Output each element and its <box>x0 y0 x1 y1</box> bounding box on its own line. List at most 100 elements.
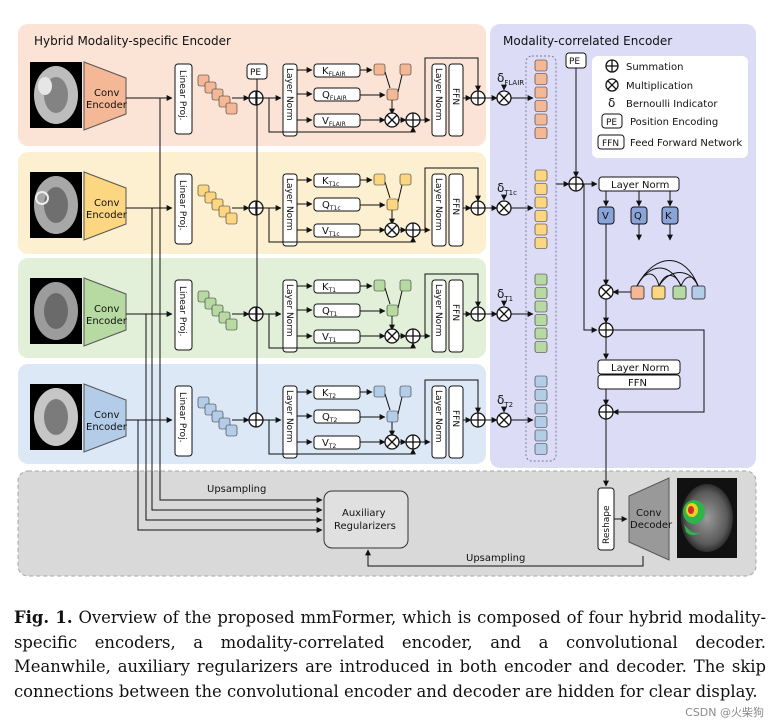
legend-summation: Summation <box>626 62 683 73</box>
t1c-ffn: FFN <box>450 198 460 215</box>
t2-conv-encoder <box>83 383 127 453</box>
t1-brain-shape <box>34 282 78 340</box>
legend-bernoulli: Bernoulli Indicator <box>626 99 718 110</box>
t1c-attn-token-c <box>399 173 412 186</box>
t1c-residual-1 <box>268 208 416 243</box>
t2-conv-encoder-line1: Conv <box>94 410 119 421</box>
corr-sum3-cross <box>599 405 613 419</box>
t1-ffn: FFN <box>450 304 460 321</box>
t1c-k-label: KT1c <box>322 176 339 188</box>
decoder-to-aux <box>365 549 644 567</box>
flair-residual-1 <box>268 98 416 133</box>
t1-attn-mult-cross <box>386 330 398 342</box>
t2-out-token <box>534 375 548 388</box>
corr-ffn: FFN <box>628 378 647 389</box>
t1c-layer-norm-box <box>282 173 298 247</box>
t1c-attn-token-b <box>386 198 399 211</box>
legend-ffn-icon <box>597 134 625 150</box>
t1-linear-proj-box <box>174 279 193 351</box>
conv-decoder-line1: Conv <box>636 508 661 519</box>
t1-k-box <box>313 279 361 294</box>
flair-ffn: FFN <box>450 88 460 105</box>
t1c-patch-token <box>225 212 238 225</box>
corr-q: Q <box>634 211 642 222</box>
t1c-delta-label: δT1c <box>497 181 517 197</box>
t1-linear-proj: Linear Proj. <box>177 286 187 336</box>
corr-v: V <box>602 211 609 222</box>
t1c-linear-proj: Linear Proj. <box>177 180 187 230</box>
t1c-out-token <box>534 237 548 249</box>
t2-attn-token-b <box>386 410 399 423</box>
t1c-linear-proj-box <box>174 173 193 245</box>
t1-layer-norm2-box <box>431 279 447 353</box>
legend-pe-icon <box>601 113 623 129</box>
flair-v-label: VFLAIR <box>322 116 346 128</box>
t2-ffn-box <box>448 385 464 459</box>
t1-out-token <box>534 341 548 353</box>
flair-out-token <box>534 113 548 126</box>
t2-out-token <box>534 402 548 415</box>
corr-sum-cross <box>569 177 583 191</box>
t1-q-label: QT1 <box>322 306 338 318</box>
t1-conv-encoder-line2: Encoder <box>86 316 128 327</box>
flair-k-label: KFLAIR <box>322 66 346 78</box>
t1c-pe-sum-cross <box>249 201 263 215</box>
t1c-conv-encoder-line1: Conv <box>94 198 119 209</box>
corr-token-t1 <box>672 285 687 300</box>
hybrid-title: Hybrid Modality-specific Encoder <box>34 34 231 48</box>
t2-layer-norm: Layer Norm <box>284 390 294 443</box>
corr-token-t2 <box>691 285 706 300</box>
t1c-conv-encoder <box>83 171 127 241</box>
t2-layer-norm-box <box>282 385 298 459</box>
flair-attn-token-c <box>399 63 412 76</box>
t2-brain-inner <box>44 399 68 435</box>
t2-out-token <box>534 416 548 428</box>
t1c-lesion-ring <box>35 191 49 205</box>
reshape-label: Reshape <box>602 505 612 544</box>
corr-token-t1c <box>651 285 666 300</box>
t1c-brain-shape <box>34 176 78 234</box>
t2-residual-1 <box>268 420 416 455</box>
flair-residual-2 <box>424 57 481 120</box>
t2-attn-token-c <box>399 385 412 398</box>
t2-bern-mult-cross <box>498 414 510 426</box>
flair-conv-encoder-line1: Conv <box>94 88 119 99</box>
flair-linear-proj-box <box>174 63 193 135</box>
flair-out-token <box>534 73 548 85</box>
flair-lesion <box>38 77 52 95</box>
corr-layer-norm: Layer Norm <box>611 180 669 191</box>
flair-layer-norm: Layer Norm <box>284 68 294 121</box>
t1-attn-token-c <box>399 279 412 292</box>
legend-sum-cross <box>606 60 618 72</box>
upsampling-top: Upsampling <box>207 484 266 495</box>
t1-out-sum-cross <box>471 307 485 321</box>
corr-layer-norm2-box <box>597 359 681 375</box>
flair-skip-to-aux <box>159 98 323 503</box>
t1-k-label: KT1 <box>322 282 336 294</box>
corr-sum2-cross <box>599 323 613 337</box>
token-column-frame <box>525 55 557 462</box>
t1-out-token <box>534 273 548 286</box>
t1-bern-mult-cross <box>498 308 510 320</box>
corr-ffn-box <box>597 374 681 390</box>
t1-attn-link-2 <box>397 290 403 309</box>
conv-decoder-line2: Decoder <box>630 520 673 531</box>
t2-residual-2 <box>424 379 481 442</box>
t1c-out-sum-cross <box>471 201 485 215</box>
flair-out-token <box>534 86 548 99</box>
t2-delta-label: δT2 <box>497 393 513 409</box>
t1-v-box <box>313 329 361 344</box>
t2-skip-to-aux <box>137 420 323 533</box>
t2-k-box <box>313 385 361 400</box>
t2-out-token <box>534 389 548 401</box>
t2-conv-encoder-line2: Encoder <box>86 422 128 433</box>
flair-attn-token-a <box>373 63 386 76</box>
t1-skip-to-aux <box>145 314 323 523</box>
t1c-attn-token-a <box>373 173 386 186</box>
flair-attn-mult-cross <box>386 114 398 126</box>
t2-patch-token <box>225 424 238 437</box>
t2-linear-proj: Linear Proj. <box>177 392 187 442</box>
t1c-layer-norm2: Layer Norm <box>433 178 443 231</box>
corr-layer-norm2: Layer Norm <box>611 363 669 374</box>
t1c-out-token <box>534 183 548 195</box>
